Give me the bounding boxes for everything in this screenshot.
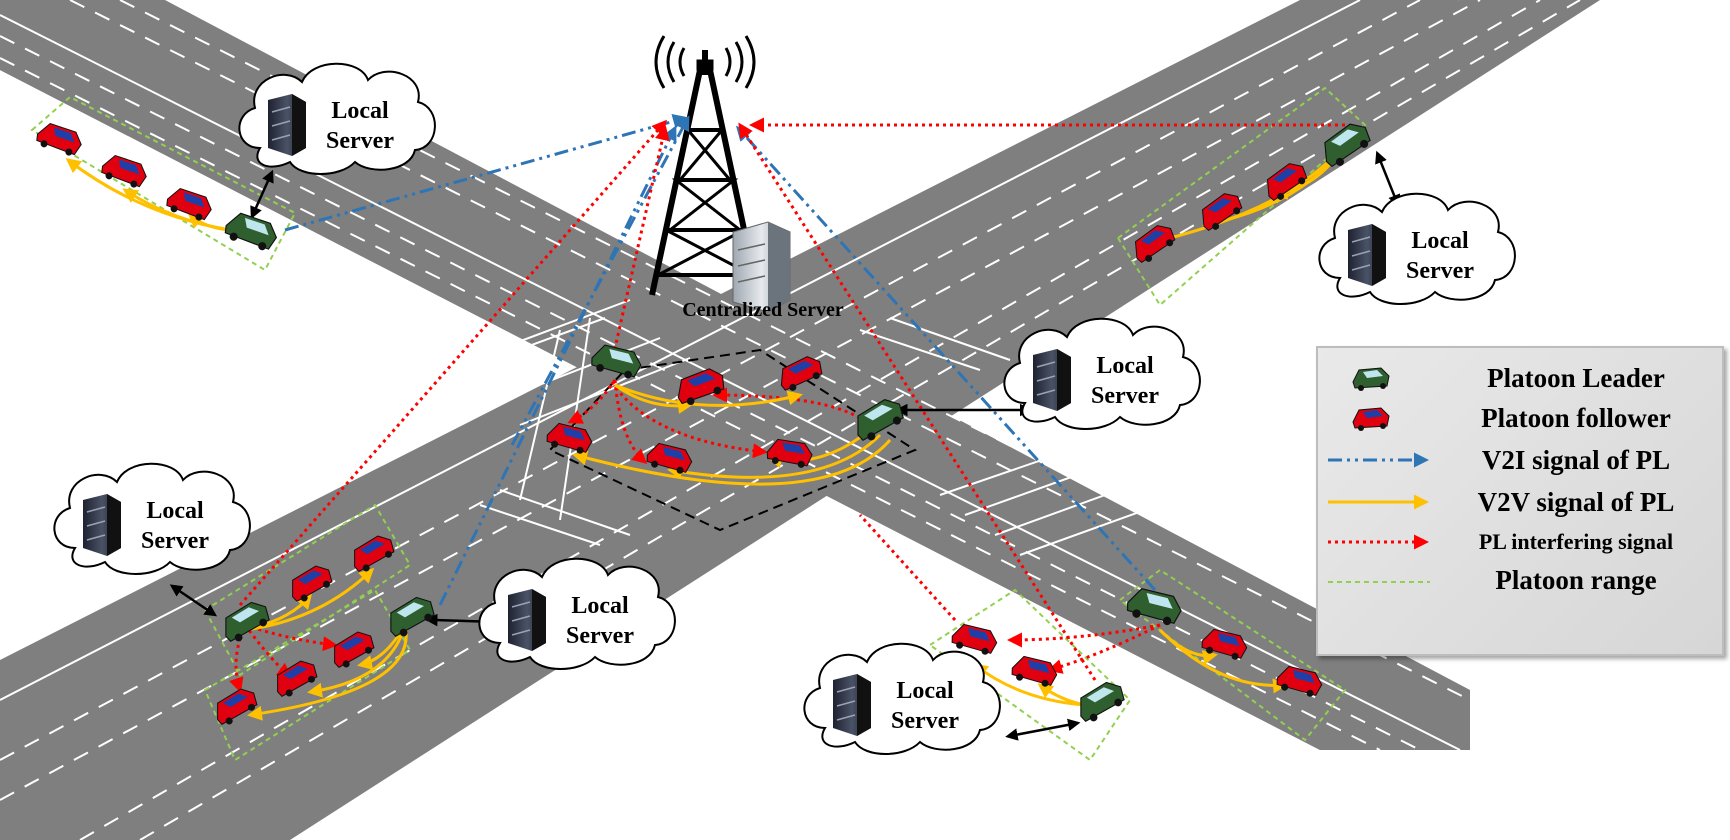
dotted-line-icon <box>1328 581 1430 583</box>
legend-item-v2i: V2I signal of PL <box>1318 440 1722 480</box>
local-server-links <box>169 150 1401 741</box>
platoon-follower-car-icon <box>1276 665 1323 697</box>
vehicles <box>36 122 1371 725</box>
centralized-server-icon <box>732 221 791 313</box>
platoon-follower-car-icon <box>780 356 823 391</box>
server-icon <box>833 674 871 736</box>
platoon-follower-car-icon <box>1134 225 1176 264</box>
platoon-leader-car-icon <box>224 212 278 251</box>
legend-label: PL interfering signal <box>1478 529 1674 554</box>
platoon-follower-car-icon <box>766 438 813 468</box>
server-icon <box>83 494 121 556</box>
platoon-follower-car-icon <box>334 631 375 668</box>
platoon-follower-car-icon <box>292 565 333 602</box>
legend-label: V2V signal of PL <box>1477 487 1675 517</box>
legend-label: V2I signal of PL <box>1481 445 1671 475</box>
platoon-follower-car-icon <box>546 422 593 454</box>
platoon-leader-car-icon <box>1126 588 1182 626</box>
platoon-leader-car-icon <box>1080 681 1125 722</box>
centralized-server-label: Centralized Server <box>682 299 844 321</box>
platoon-follower-car-icon <box>36 122 82 156</box>
server-icon <box>1348 224 1386 286</box>
server-icon <box>508 589 546 651</box>
platoon-follower-car-icon <box>1201 628 1248 660</box>
platoon-leader-car-icon <box>390 596 435 637</box>
road-network <box>0 0 1600 840</box>
platoon-leader-car-icon <box>225 601 270 642</box>
legend: Platoon Leader Platoon follower V2I sign… <box>1316 346 1724 656</box>
platoon-follower-car-icon <box>951 623 998 655</box>
platoon-follower-car-icon <box>677 368 725 406</box>
server-icon <box>268 94 306 156</box>
legend-item-platoon-follower: Platoon follower <box>1318 398 1722 438</box>
legend-item-platoon-range: Platoon range <box>1318 560 1722 600</box>
dash-dot-arrow-icon <box>1328 452 1429 468</box>
platoon-follower-car-icon <box>1201 193 1243 232</box>
legend-label: Platoon follower <box>1481 403 1671 433</box>
platoon-leader-car-icon <box>857 399 904 441</box>
platoon-follower-car-icon <box>277 660 318 697</box>
platoon-follower-car-icon <box>354 535 395 572</box>
legend-item-interference: PL interfering signal <box>1318 522 1722 562</box>
legend-label: Platoon range <box>1495 565 1657 595</box>
leader-car-icon <box>1352 367 1390 391</box>
platoon-leader-car-icon <box>591 344 642 379</box>
v2i-signals <box>284 114 1157 606</box>
legend-label: Platoon Leader <box>1487 363 1665 393</box>
platoon-follower-car-icon <box>166 187 212 221</box>
dotted-arrow-icon <box>1328 534 1429 550</box>
platoon-follower-car-icon <box>101 154 147 188</box>
platoon-follower-car-icon <box>1011 655 1058 687</box>
server-icon <box>1033 349 1071 411</box>
legend-item-platoon-leader: Platoon Leader <box>1318 358 1722 398</box>
platoon-follower-car-icon <box>646 442 693 474</box>
legend-item-v2v: V2V signal of PL <box>1318 482 1722 522</box>
platoon-follower-car-icon <box>1266 163 1308 202</box>
follower-car-icon <box>1352 407 1390 431</box>
platoon-leader-car-icon <box>1324 123 1371 168</box>
platoon-follower-car-icon <box>217 688 258 725</box>
solid-arrow-icon <box>1328 494 1429 510</box>
